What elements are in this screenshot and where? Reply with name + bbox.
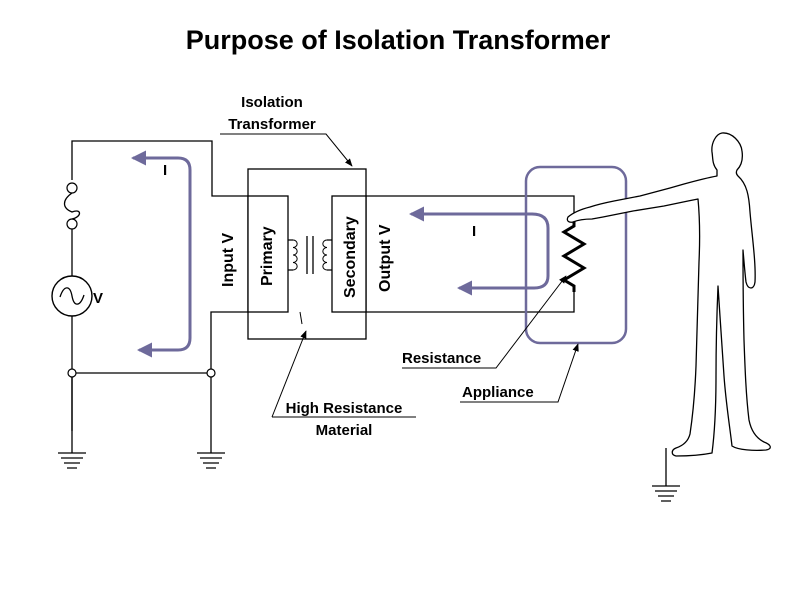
resistor-icon xyxy=(561,218,587,292)
secondary-coil-icon xyxy=(322,239,332,271)
fuse-terminal-top xyxy=(66,182,78,194)
source-voltage-label: V xyxy=(93,290,103,307)
output-circuit: Output V I Resistance Appliance xyxy=(366,165,628,403)
fuse-icon xyxy=(63,192,81,220)
ground-icon xyxy=(58,452,86,469)
junction-node-left xyxy=(67,368,77,378)
transformer-core xyxy=(306,236,314,274)
ground-icon xyxy=(197,452,225,469)
output-voltage-label: Output V xyxy=(377,224,394,292)
current-path-left xyxy=(132,156,192,358)
current-label-right: I xyxy=(472,223,476,240)
resistance-label: Resistance xyxy=(402,350,481,367)
isolation-label-line2: Transformer xyxy=(228,116,316,133)
current-label-left: I xyxy=(163,162,167,179)
person-silhouette xyxy=(566,132,771,502)
isolation-transformer: Primary Secondary Isolation Transformer … xyxy=(220,94,416,439)
current-path-right xyxy=(457,212,550,296)
page-title: Purpose of Isolation Transformer xyxy=(186,25,611,55)
fuse-terminal-bottom xyxy=(66,218,78,230)
junction-node-right xyxy=(206,368,216,378)
appliance-label: Appliance xyxy=(462,384,534,401)
isolation-label-line1: Isolation xyxy=(241,94,303,111)
ground-icon xyxy=(652,485,680,502)
appliance-outline xyxy=(524,165,628,345)
primary-coil-icon xyxy=(288,239,298,271)
secondary-label: Secondary xyxy=(342,216,359,298)
source-circuit: V I Input V xyxy=(51,140,248,469)
primary-label: Primary xyxy=(259,226,276,286)
high-resistance-label-line2: Material xyxy=(316,422,373,439)
input-voltage-label: Input V xyxy=(220,232,237,287)
high-resistance-label-line1: High Resistance xyxy=(286,400,403,417)
